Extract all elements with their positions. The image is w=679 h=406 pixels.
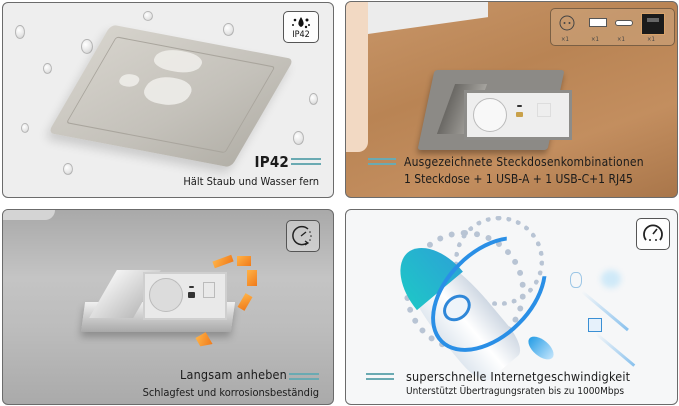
schuko-socket bbox=[149, 278, 183, 312]
rj45-icon bbox=[641, 13, 665, 35]
schuko-socket-icon bbox=[559, 15, 575, 31]
panel-waterproof: IP42 IP42 Hält Staub und Wasser fern bbox=[2, 2, 334, 198]
wall bbox=[368, 2, 488, 34]
accent-lines bbox=[289, 373, 319, 383]
port-count: ×1 bbox=[591, 36, 599, 43]
ip42-badge: IP42 bbox=[283, 11, 319, 43]
panel-slow-lift: Langsam anheben Schlagfest und korrosion… bbox=[2, 209, 334, 405]
panel-title: Ausgezeichnete Steckdosenkombinationen bbox=[404, 155, 644, 169]
usb-c-icon bbox=[615, 20, 633, 26]
water-drop bbox=[293, 131, 304, 145]
accent-lines bbox=[366, 373, 394, 383]
accent-lines bbox=[368, 158, 396, 168]
water-drop bbox=[21, 123, 29, 133]
water-drop bbox=[63, 163, 73, 175]
lift-arrow bbox=[212, 254, 234, 269]
speed-dash-ring bbox=[454, 216, 544, 306]
port-count: ×1 bbox=[647, 36, 655, 43]
vase bbox=[346, 2, 368, 152]
lift-arrow bbox=[237, 256, 251, 266]
speedometer-icon bbox=[643, 224, 663, 241]
water-drop bbox=[143, 11, 153, 21]
glow-dot bbox=[601, 270, 621, 288]
usb-a-port bbox=[188, 292, 195, 298]
port-count: ×1 bbox=[561, 36, 569, 43]
lift-arrow bbox=[247, 270, 257, 286]
lift-arrow bbox=[237, 293, 253, 311]
bowl bbox=[3, 210, 55, 220]
water-drop bbox=[223, 23, 234, 36]
port-count: ×1 bbox=[617, 36, 625, 43]
popup-socket-front bbox=[143, 272, 227, 320]
water-drop bbox=[43, 63, 52, 74]
ip42-badge-label: IP42 bbox=[292, 30, 310, 40]
panel-subtitle: Unterstützt Übertragungsraten bis zu 100… bbox=[406, 386, 625, 397]
rj45-port bbox=[203, 282, 215, 298]
port-overview-badge: ×1 ×1 ×1 ×1 bbox=[550, 8, 675, 46]
panel-subtitle: Schlagfest und korrosionsbeständig bbox=[142, 386, 319, 399]
usb-a-icon bbox=[589, 18, 607, 27]
panel-subtitle: 1 Steckdose + 1 USB-A + 1 USB-C+1 RJ45 bbox=[404, 172, 633, 186]
globe-icon bbox=[570, 272, 582, 288]
panel-title: IP42 bbox=[254, 153, 289, 171]
schuko-socket bbox=[473, 98, 507, 132]
water-drop bbox=[15, 25, 25, 39]
speed-badge bbox=[636, 218, 670, 250]
rocket-flame bbox=[524, 332, 558, 364]
accent-lines bbox=[291, 158, 321, 168]
usb-c-port bbox=[517, 105, 522, 107]
panel-socket-combinations: ×1 ×1 ×1 ×1 Ausgezeichnete Steckdosenkom… bbox=[345, 1, 678, 198]
speed-streak bbox=[595, 332, 636, 367]
popup-socket-front bbox=[464, 90, 572, 140]
panel-fast-internet: superschnelle Internetgeschwindigkeit Un… bbox=[345, 209, 678, 405]
panel-title: superschnelle Internetgeschwindigkeit bbox=[406, 369, 631, 384]
water-drop bbox=[309, 93, 318, 105]
water-drop bbox=[81, 39, 93, 54]
rj45-port bbox=[537, 103, 551, 117]
slow-rotate-timer-icon bbox=[292, 225, 312, 246]
water-drops-icon bbox=[292, 17, 310, 29]
usb-a-port bbox=[516, 112, 523, 117]
chart-icon bbox=[588, 318, 602, 332]
slow-lift-badge bbox=[286, 220, 320, 252]
usb-c-port bbox=[189, 286, 194, 288]
down-arrow bbox=[195, 332, 212, 350]
panel-title: Langsam anheben bbox=[180, 367, 287, 382]
panel-subtitle: Hält Staub und Wasser fern bbox=[183, 175, 319, 188]
